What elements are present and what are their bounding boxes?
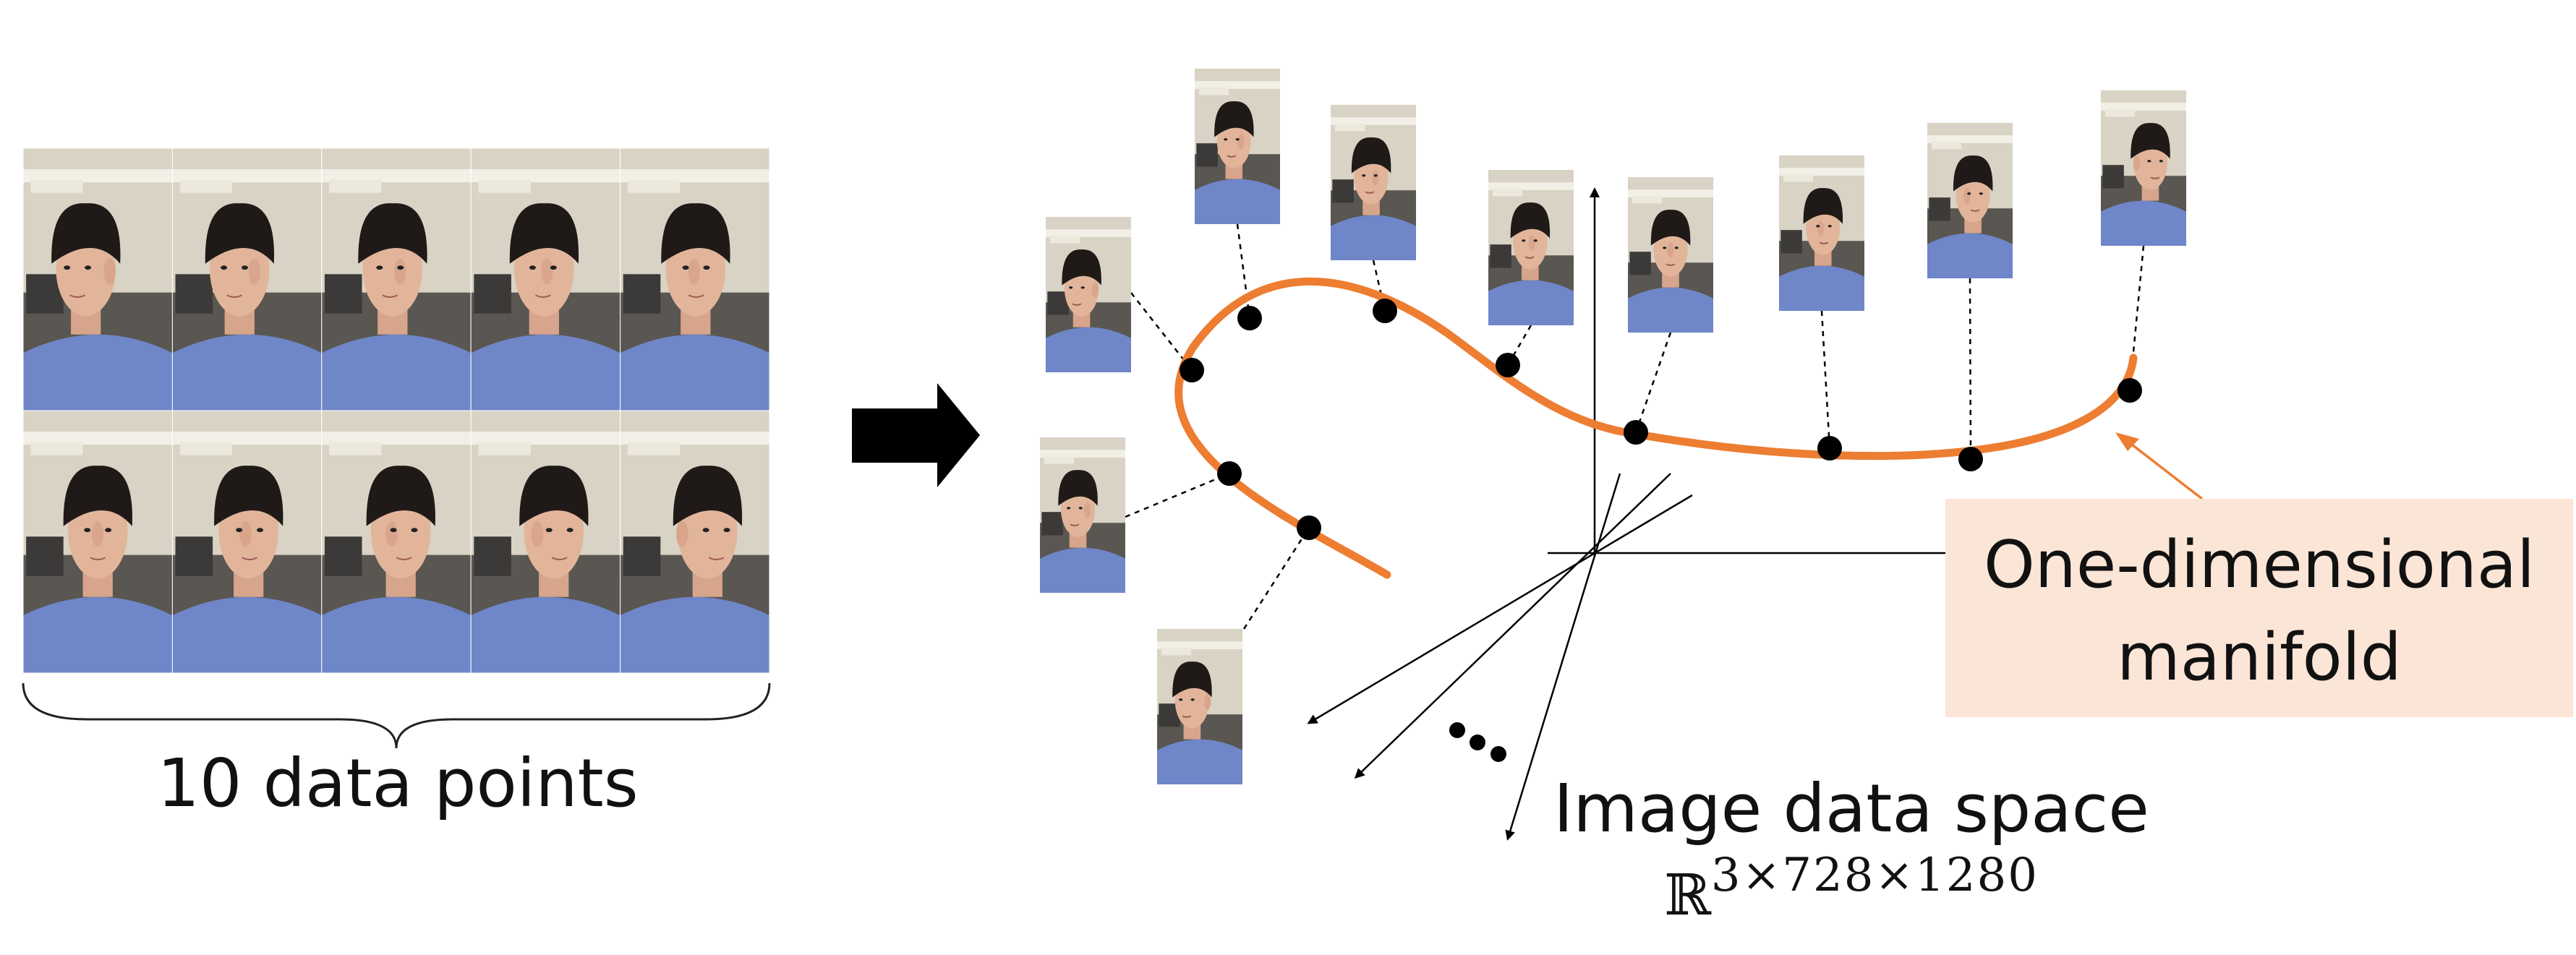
- leader-line: [1506, 325, 1532, 366]
- real-numbers-symbol: ℝ: [1664, 863, 1711, 928]
- manifold-callout-box: [1945, 499, 2573, 717]
- face-thumbnail: [1628, 177, 1713, 333]
- grid-photo: [23, 410, 173, 673]
- leader-line: [1130, 292, 1193, 371]
- image-space-title: Image data space: [1553, 770, 2149, 847]
- leader-line: [1242, 527, 1310, 630]
- manifold-point: [1217, 461, 1242, 486]
- manifold-point: [1373, 299, 1397, 323]
- manifold-label-line2: manifold: [2117, 620, 2402, 695]
- grid-photo: [23, 148, 173, 411]
- manifold-point: [1496, 353, 1520, 377]
- callout-pointer-head: [2115, 432, 2139, 451]
- face-thumbnails: [1040, 69, 2186, 784]
- grid-photo: [321, 148, 472, 411]
- leader-line: [2128, 245, 2145, 391]
- manifold-callout-text: One-dimensional manifold: [1945, 519, 2573, 704]
- manifold-point: [1237, 306, 1262, 330]
- manifold-points: [1180, 299, 2142, 540]
- grid-photo: [470, 410, 621, 673]
- face-thumbnail: [1046, 217, 1131, 372]
- callout-pointer: [2121, 436, 2204, 500]
- manifold-point: [1958, 447, 1983, 471]
- face-thumbnail: [1157, 629, 1242, 784]
- coordinate-axes: [1307, 187, 1945, 841]
- leader-line: [1969, 278, 1972, 460]
- data-points-caption: 10 data points: [157, 745, 639, 822]
- image-space-dimension: ℝ3×728×1280: [1483, 849, 2220, 928]
- ellipsis-dots-icon: [1449, 722, 1506, 762]
- manifold-point: [2117, 378, 2142, 403]
- face-thumbnail: [1927, 123, 2013, 278]
- axis-diag-2: [1354, 473, 1671, 779]
- axis-diag-1: [1307, 494, 1693, 724]
- manifold-label-line1: One-dimensional: [1983, 527, 2536, 603]
- grid-photo: [171, 410, 323, 673]
- leader-line: [1820, 310, 1831, 449]
- right-arrow-icon: [852, 383, 980, 487]
- face-thumbnail: [1331, 105, 1416, 260]
- dimension-exponent: 3×728×1280: [1710, 849, 2039, 902]
- face-thumbnail: [2101, 90, 2186, 246]
- grid-photo: [620, 148, 769, 411]
- face-thumbnail: [1779, 155, 1864, 311]
- face-thumbnail: [1195, 69, 1280, 224]
- axis-diag-3: [1505, 473, 1621, 841]
- curly-brace-icon: [22, 682, 771, 749]
- leader-line: [1634, 332, 1672, 433]
- grid-photo: [470, 148, 621, 411]
- face-thumbnail: [1488, 170, 1574, 325]
- grid-photo: [321, 410, 472, 673]
- manifold-point: [1624, 420, 1648, 445]
- manifold-point: [1297, 515, 1321, 540]
- photo-grid: [23, 148, 769, 673]
- manifold-point: [1817, 436, 1842, 461]
- grid-photo: [171, 148, 323, 411]
- manifold-point: [1180, 358, 1204, 382]
- manifold-curve: [1174, 277, 2138, 579]
- leader-line: [1125, 472, 1230, 518]
- face-thumbnail: [1040, 437, 1125, 593]
- grid-photo: [620, 410, 769, 673]
